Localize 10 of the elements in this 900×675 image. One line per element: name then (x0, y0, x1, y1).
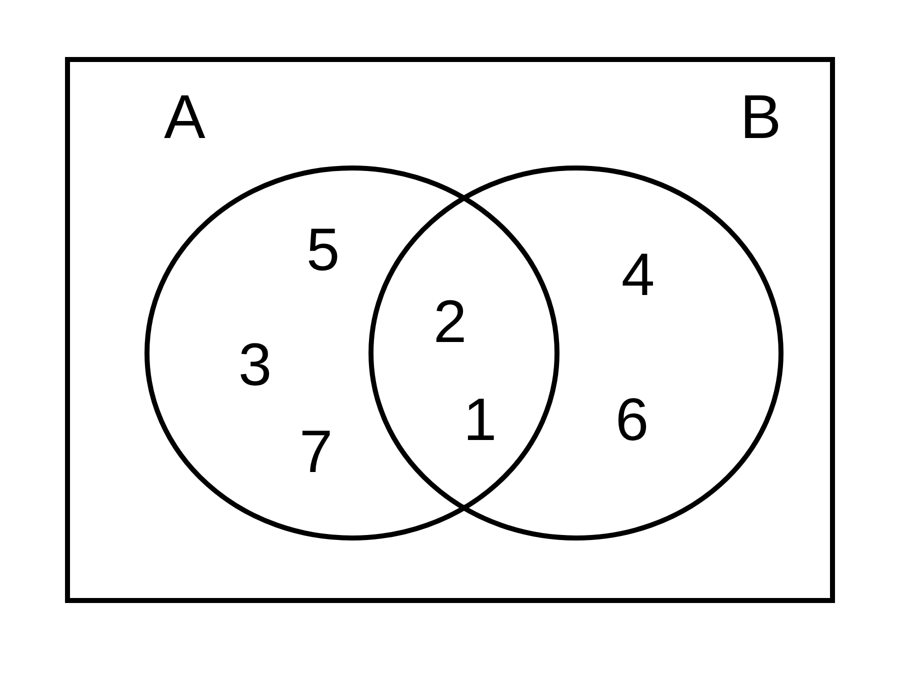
universal-set-rectangle (65, 57, 835, 603)
set-name-label: A (164, 87, 206, 149)
element-number: 1 (463, 390, 497, 450)
set-name-label: B (740, 87, 782, 149)
element-number: 4 (621, 245, 655, 305)
element-number: 3 (238, 335, 272, 395)
element-number: 2 (433, 292, 467, 352)
element-number: 6 (615, 390, 649, 450)
element-number: 5 (306, 220, 340, 280)
element-number: 7 (299, 422, 333, 482)
